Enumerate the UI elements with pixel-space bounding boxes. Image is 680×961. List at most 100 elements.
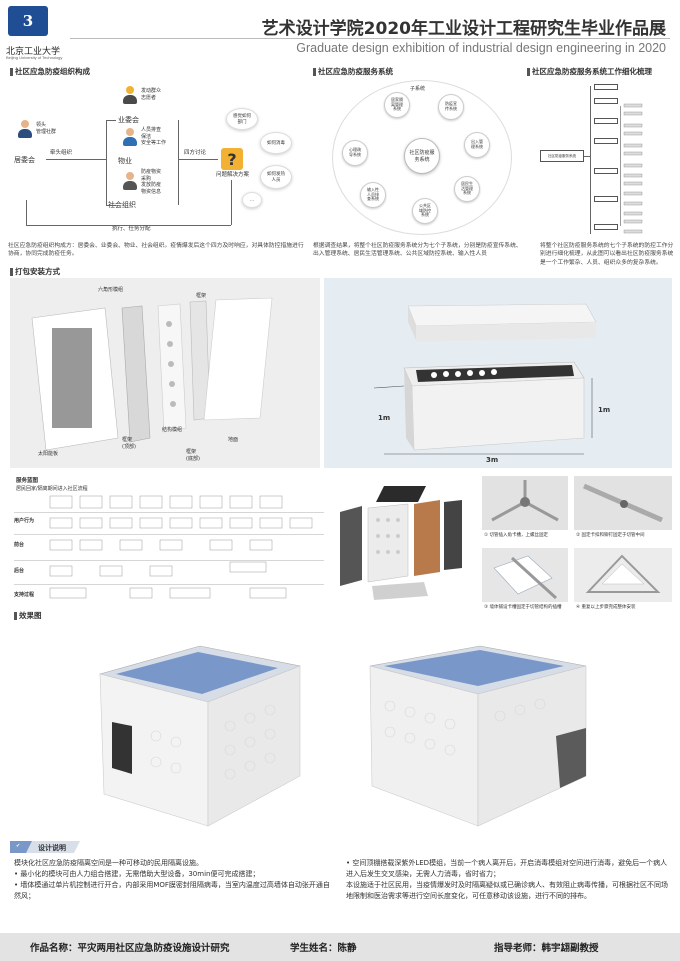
section-title-service: 社区应急防疫服务系统 [313,66,393,77]
service-center-node: 社区防疫服 务系统 [404,138,440,174]
step-4-image [574,548,672,602]
page-title: 艺术设计学院2020年工业设计工程研究生毕业作品展 [261,19,666,39]
effect-render-1 [90,626,310,836]
dimension-length: 3m [486,456,499,464]
outer-ring [332,80,512,235]
section-title-effect: 效果图 [14,610,42,621]
connector-line [106,120,116,121]
connector-line [106,120,107,205]
label-frame: 框架 [196,293,207,299]
work-title: 作品名称：平灾两用社区应急防疫设施设计研究 [30,943,230,954]
design-title-band [10,841,80,853]
blueprint-boxes [49,495,313,599]
tree-node [594,168,618,174]
service-node: 出入管 理系统 [464,132,490,158]
tree-node [594,196,618,202]
tree-node [594,138,618,144]
blueprint-title: 服务蓝图 [16,478,39,484]
dimension-height: 1m [378,414,391,422]
design-text: 本设施适于社区民用，当疫情爆发时及时隔离疑似或已确诊病人、有效阻止病毒传播，可根… [346,880,668,900]
header-divider [70,38,670,39]
exploded-parts [31,297,273,451]
row-divider [14,560,324,561]
bubble-question: 如何消毒 [260,132,292,154]
service-subtitle: 子系统 [410,86,426,92]
connector-line [231,180,232,225]
section-marker [10,67,13,76]
packed-box-image: 1m 1m 3m [324,278,672,468]
row-label: 前台 [14,542,25,548]
step-4-render [585,554,661,593]
service-node: 公共区 域防控 系统 [412,198,438,224]
connector-line [26,200,27,225]
row-divider [14,512,324,513]
org-diagram: 领头 管理社群 发动群众 志愿者 人员排查 保洁 安全等工作 防疫物资 采购 发… [8,80,308,240]
section-marker [14,611,17,620]
service-diagram: 子系统 社区防疫服 务系统 居家隔 离管理 系统 防疫宣 传系统 出入管 理系统… [330,78,515,238]
node-owners-committee: 业委会 [118,116,139,124]
connector-line [178,159,218,160]
tree-node [594,84,618,90]
label-solution: 问题解决方案 [216,172,250,178]
university-logo: 3 [8,6,48,42]
effect-render-2 [360,636,620,836]
step-2-render [583,483,663,523]
design-title-icon: ✔ [16,843,21,849]
tree-diagram: 社区防疫服务系统 [530,78,675,238]
service-blueprint: 服务蓝图 居民回家/隔离期间进入社区流程 用户行为 前台 后台 支持过程 [10,476,328,616]
service-node: 居民生 活管理 系统 [454,176,480,202]
tree-node [594,98,618,104]
person-icon [18,120,32,138]
exploded-assembly-image [332,476,472,616]
dimension-depth: 1m [598,406,611,414]
bubble-question: 感觉如何 部门 [226,108,258,130]
tree-line [590,86,591,234]
step-3-image [482,548,568,602]
section-marker [313,67,316,76]
label-module: 六角形模组 [98,287,124,293]
connector-line [178,120,179,205]
header: 3 北京工业大学 Beijing University of Technolog… [0,0,680,60]
role-leader: 领头 管理社群 [36,122,57,135]
person-icon [123,128,137,146]
section-title-tree: 社区应急防疫服务系统工作细化梳理 [527,66,652,77]
blueprint-subtitle: 居民回家/隔离期间进入社区流程 [16,486,88,492]
tree-line [620,106,621,226]
step-1-image [482,476,568,530]
tree-description: 将整个社区防疫服务系统的七个子系统的防控工作分别进行细化梳理，从此图可以看出社区… [540,243,674,266]
node-social-org: 社会组织 [108,201,136,209]
service-node: 居家隔 离管理 系统 [384,92,410,118]
section-marker [527,67,530,76]
design-right-column: • 空间顶棚搭载深紫外LED模组，当前一个病人离开后，开启消毒模组对空间进行消毒… [346,858,670,901]
section-title-install: 打包安装方式 [10,266,60,277]
label-frame-base: 框架 (底部) [186,449,200,462]
label-connector: 结构模组 [162,427,183,433]
student-name: 学生姓名：陈静 [290,943,357,954]
university-name-en: Beijing University of Technology [6,55,63,60]
row-divider [14,584,324,585]
booth-render-1 [98,645,302,827]
connector-line [106,205,116,206]
question-icon: ? [221,148,243,170]
design-left-column: 模块化社区应急防疫隔离空间是一种可移动的民用隔离设施。 • 最小化的模块可由人力… [14,858,334,901]
logo-mark: 3 [8,6,48,36]
section-marker [10,267,13,276]
service-node: 输入性 人员排 查系统 [360,182,386,208]
bubble-question: 如何发热 人员 [260,165,292,189]
row-label: 支持过程 [14,592,35,598]
label-floor: 地面 [228,437,239,443]
packed-box-render [373,303,597,455]
row-label: 用户行为 [14,518,35,524]
label-cooperate: 牵头组织 [50,150,73,156]
connector-line [46,159,106,160]
tree-line [584,156,590,157]
tree-node [594,224,618,230]
connector-line [26,225,231,226]
tree-root: 社区防疫服务系统 [540,150,584,162]
step-4-caption: ④ 重复以上步骤完成整体安装 [576,605,636,610]
design-text: 模块化社区应急防疫隔离空间是一种可移动的民用隔离设施。 [14,859,203,867]
page-title-en: Graduate design exhibition of industrial… [296,41,666,55]
step-2-image [574,476,672,530]
node-resident-committee: 居委会 [14,156,35,164]
person-icon [123,86,137,104]
